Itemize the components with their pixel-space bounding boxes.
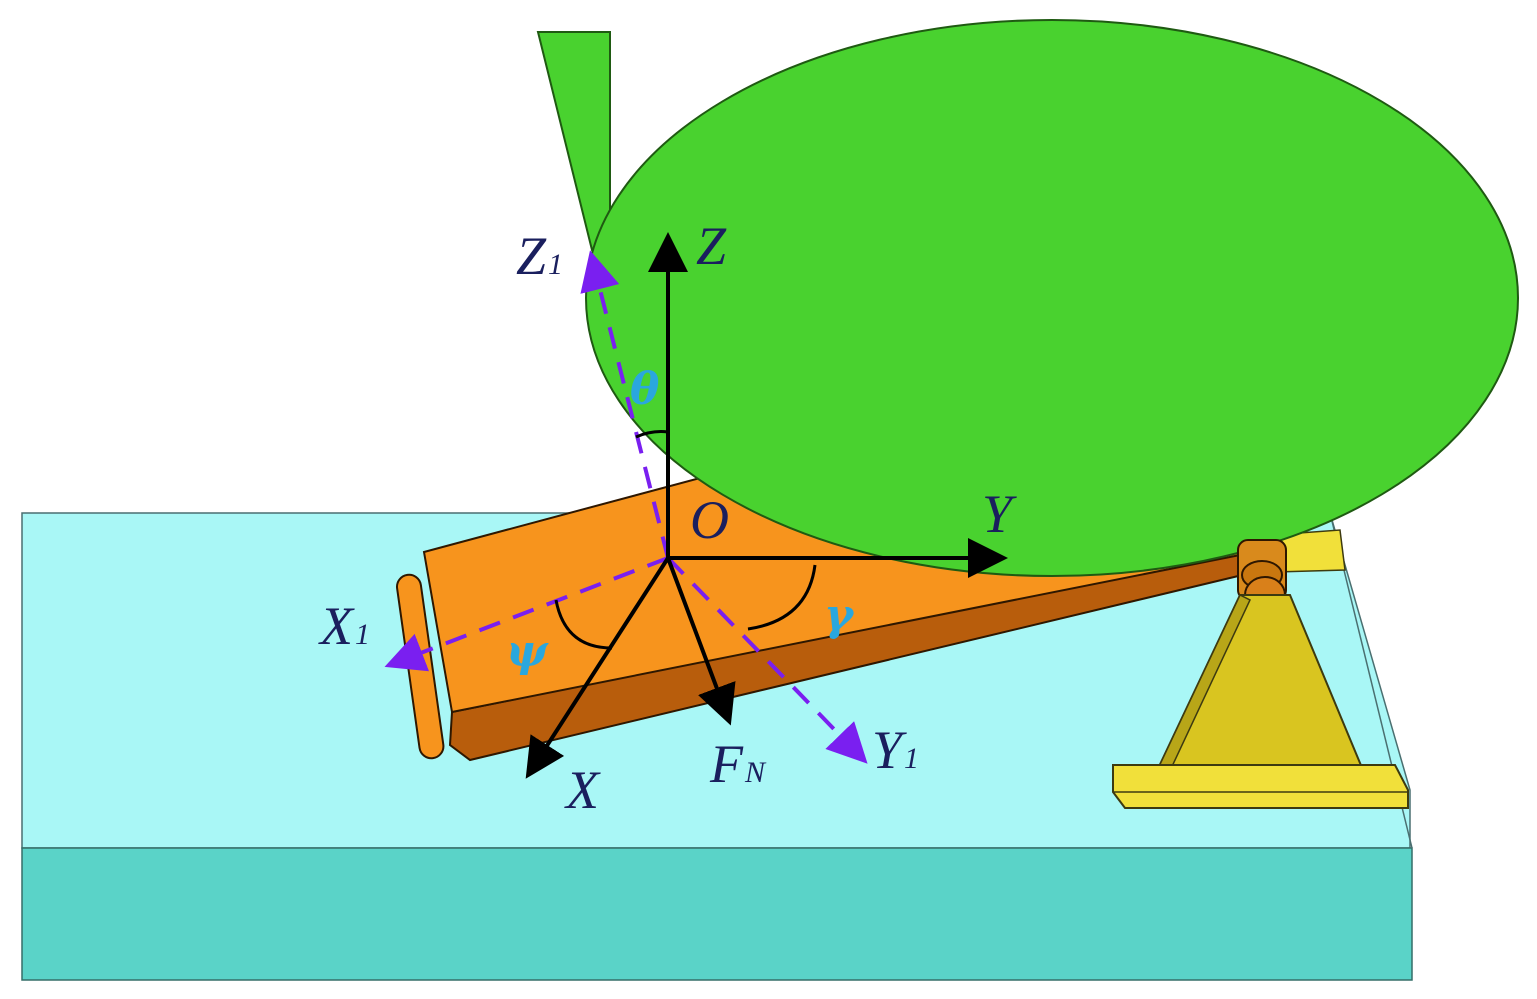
y-axis-label: Y <box>982 484 1017 544</box>
origin-label: O <box>690 490 729 550</box>
x-axis-line <box>525 556 670 779</box>
rotated-axes <box>384 250 868 764</box>
x1-label: X1 <box>318 596 370 656</box>
force-normal-line <box>666 557 736 726</box>
roller-end-face <box>585 19 1519 577</box>
z-axis-label: Z <box>696 216 727 276</box>
x-axis-label: X <box>564 760 601 820</box>
global-axes <box>525 232 1008 779</box>
z1-axis-line <box>580 250 670 559</box>
psi-label: ψ <box>506 626 549 677</box>
roller-side <box>536 31 611 251</box>
z1-label: Z1 <box>516 226 563 286</box>
angle-arcs <box>554 430 817 650</box>
x1-axis-line <box>384 556 669 672</box>
ground-front-face <box>21 847 1413 981</box>
y1-label: Y1 <box>872 720 919 780</box>
theta-label: θ <box>630 364 660 415</box>
front-support <box>1112 539 1409 809</box>
theta-arc <box>635 430 669 439</box>
gamma-label: γ <box>824 590 855 641</box>
gamma-arc <box>747 564 817 631</box>
support-base <box>1112 764 1409 809</box>
force-label: FN <box>709 734 767 794</box>
y1-axis-line <box>666 556 868 764</box>
psi-arc <box>554 599 613 650</box>
roller <box>536 31 611 251</box>
